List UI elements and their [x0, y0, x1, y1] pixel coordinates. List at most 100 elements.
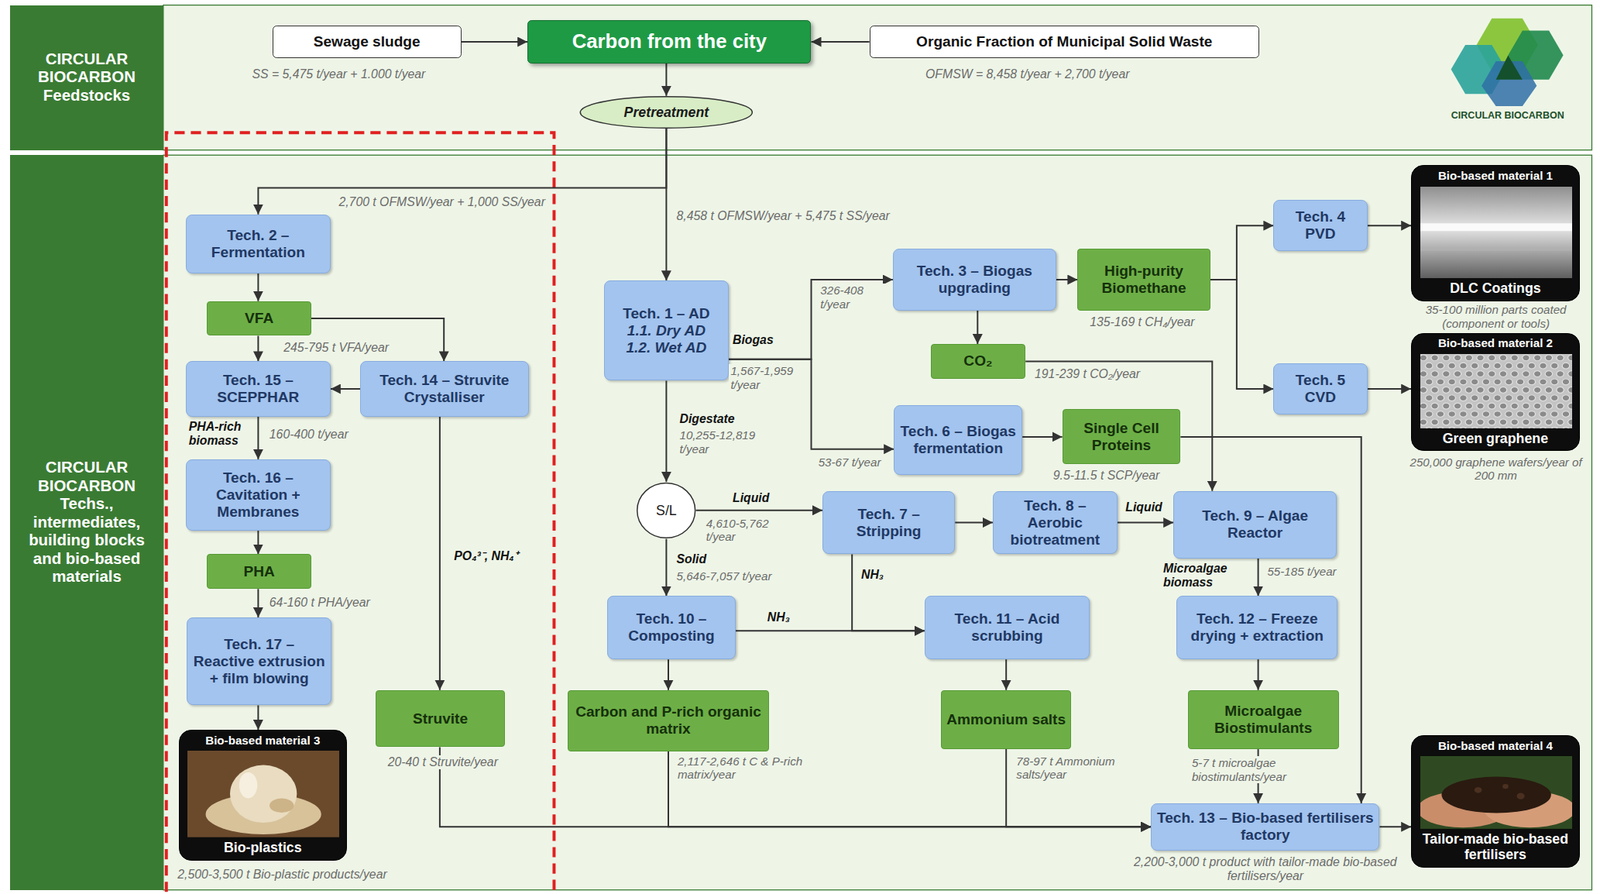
flow-arrow	[1367, 387, 1412, 390]
illustration-part	[1521, 418, 1529, 426]
quantity-label: 245-795 t VFA/year	[281, 340, 392, 355]
flow-arrow	[1117, 521, 1174, 524]
flow-arrow	[667, 659, 670, 691]
quantity-label: 160-400 t/year	[267, 427, 351, 442]
feedstock-box: Sewage sludge	[272, 25, 462, 59]
illustration-part	[1424, 394, 1432, 402]
illustration-part	[1424, 378, 1432, 385]
product-box: Microalgae Biostimulants	[1187, 690, 1340, 749]
material-illustration	[187, 750, 340, 838]
illustration-part	[1420, 186, 1573, 279]
illustration-part	[1499, 418, 1507, 426]
node-text: High-purity Biomethane	[1082, 262, 1206, 297]
illustration-part	[1516, 426, 1524, 428]
flow-arrow	[330, 387, 361, 390]
illustration-part	[1567, 418, 1573, 426]
node-text: VFA	[212, 309, 307, 327]
logo-text: CIRCULAR BIOCARBON	[1438, 109, 1577, 121]
illustration-part	[1465, 370, 1473, 378]
node-text: Tech. 12 – Freeze drying + extraction	[1181, 610, 1333, 645]
illustration-part	[1545, 402, 1552, 409]
flow-label: NH₃	[765, 610, 792, 625]
illustration-part	[1504, 410, 1512, 417]
node-text: CO₂	[935, 352, 1021, 370]
illustration-part	[1465, 418, 1473, 426]
illustration-part	[1562, 394, 1570, 402]
illustration-part	[187, 750, 340, 838]
illustration-part	[1493, 362, 1501, 369]
flow-label: Digestate	[677, 412, 737, 426]
illustration-part	[1436, 362, 1444, 369]
flow-label: Liquid	[1123, 500, 1165, 515]
illustration-part	[1442, 370, 1449, 378]
illustration-part	[1453, 402, 1461, 409]
quantity-label: 191-239 t CO₂/year	[1032, 367, 1142, 382]
flow-arrow	[976, 310, 979, 345]
technology-box: Tech. 13 – Bio-based fertilisers factory	[1150, 803, 1380, 851]
illustration-part	[1550, 394, 1558, 402]
node-text: Pretreatment	[582, 104, 750, 121]
node-text: S/L	[640, 502, 692, 519]
flow-arrow	[257, 705, 259, 731]
quantity-label: 35-100 million parts coated (component o…	[1406, 302, 1587, 330]
illustration-part	[1424, 362, 1432, 369]
illustration-part	[1487, 354, 1495, 361]
flow-arrow	[1006, 748, 1151, 827]
illustration-part	[1545, 370, 1552, 378]
illustration-part	[1465, 402, 1473, 409]
illustration-part	[1504, 362, 1512, 369]
illustration-part	[1504, 394, 1512, 402]
illustration-part	[1459, 362, 1467, 369]
illustration-part	[1533, 354, 1541, 361]
illustration-part	[1420, 353, 1573, 429]
illustration-part	[1476, 402, 1484, 409]
technology-box: Tech. 4 PVD	[1273, 199, 1367, 251]
material-caption: Green graphene	[1416, 430, 1576, 447]
material-illustration	[1420, 186, 1573, 279]
flow-arrow	[1005, 659, 1007, 691]
illustration-part	[1545, 418, 1552, 426]
technology-box: Tech. 11 – Acid scrubbing	[924, 595, 1090, 660]
product-box: PHA	[206, 553, 311, 589]
node-text: Tech. 2 – Fermentation	[190, 226, 327, 261]
flow-arrow	[1257, 659, 1260, 691]
illustration-part	[1487, 370, 1495, 378]
flow-arrow	[735, 629, 925, 632]
illustration-part	[1550, 426, 1558, 428]
separator-circle: S/L	[636, 481, 696, 540]
flow-arrow	[257, 588, 259, 618]
product-box: High-purity Biomethane	[1077, 248, 1210, 310]
technology-box: Tech. 6 – Biogas fermentation	[893, 405, 1023, 475]
material-heading: Bio-based material 4	[1411, 738, 1579, 752]
logo-mark	[1451, 18, 1564, 107]
illustration-part	[1550, 362, 1558, 369]
quantity-label: 1,567-1,959 t/year	[728, 363, 809, 392]
illustration-part	[1533, 370, 1541, 378]
flow-arrow	[439, 416, 441, 691]
illustration-part	[1510, 354, 1518, 361]
node-text: Tech. 7 – Stripping	[827, 505, 951, 540]
quantity-label: 10,255-12,819 t/year	[677, 428, 776, 456]
flow-arrow	[665, 539, 667, 597]
illustration-part	[1442, 354, 1449, 361]
flow-label: PO₄³⁻, NH₄⁺	[452, 549, 521, 564]
material-box: Bio-based material 3Bio-plastics	[178, 729, 347, 861]
illustration-part	[1448, 362, 1456, 369]
node-text: Tech. 14 – Struvite Crystalliser	[364, 371, 524, 406]
illustration-part	[239, 772, 258, 799]
node-text: Tech. 11 – Acid scrubbing	[929, 610, 1085, 645]
technology-box: Tech. 17 – Reactive extrusion + film blo…	[186, 617, 332, 705]
illustration-part	[1482, 362, 1490, 369]
illustration-part	[1502, 783, 1509, 789]
flow-label: Solid	[674, 552, 709, 567]
illustration-part	[1533, 402, 1541, 409]
node-text: Ammonium salts	[945, 710, 1067, 728]
illustration-part	[1527, 378, 1535, 385]
node-text: Tech. 17 – Reactive extrusion + film blo…	[191, 635, 327, 687]
illustration-part	[1459, 426, 1467, 428]
node-text: Tech. 10 – Composting	[611, 610, 731, 645]
illustration-part	[1521, 370, 1529, 378]
illustration-part	[1527, 394, 1535, 402]
illustration-part	[1493, 378, 1501, 385]
illustration-part	[1482, 378, 1490, 385]
